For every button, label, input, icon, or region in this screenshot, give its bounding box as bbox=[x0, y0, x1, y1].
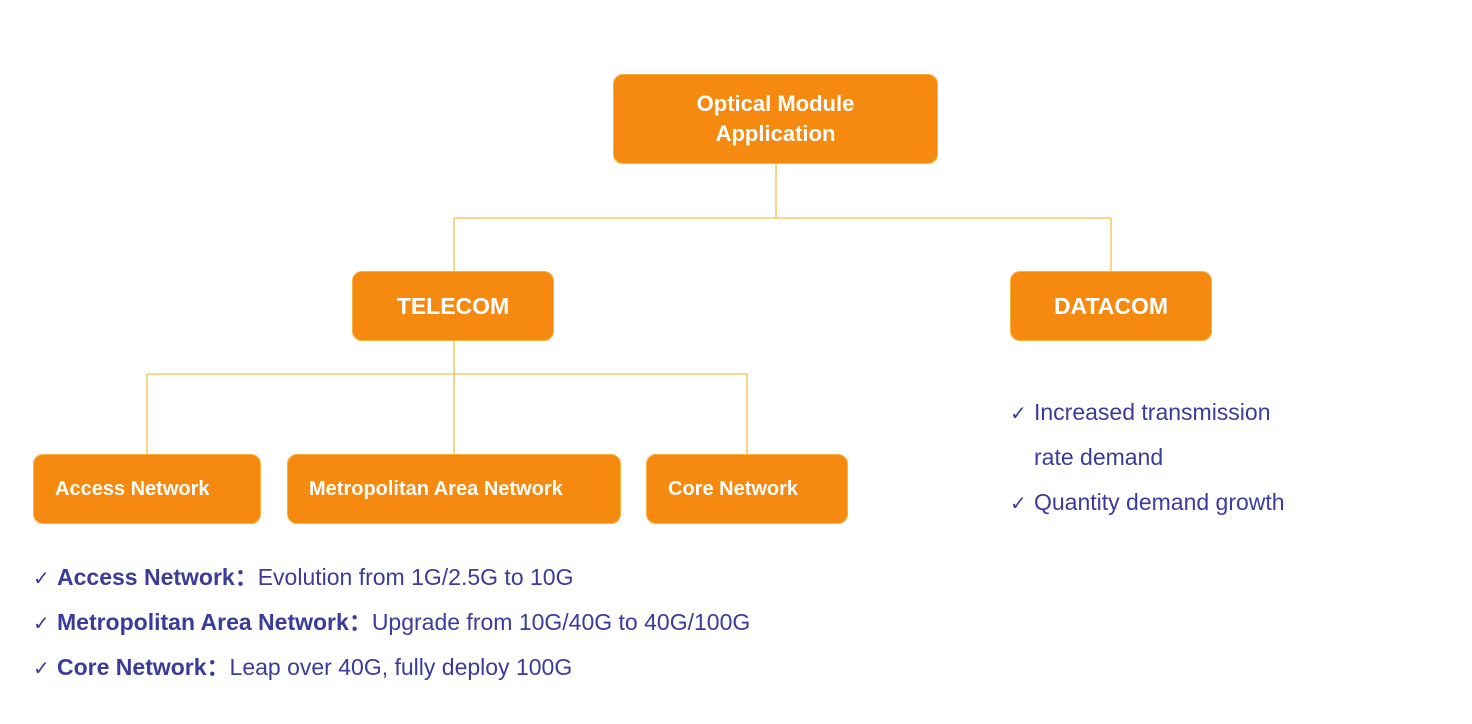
datacom-node-label: DATACOM bbox=[1053, 292, 1169, 319]
telecom-note-separator: ： bbox=[348, 609, 372, 635]
datacom-note-text: Quantity demand growth bbox=[1034, 489, 1285, 515]
telecom-note-access: ✓ Access Network：Evolution from 1G/2.5G t… bbox=[33, 562, 750, 607]
core-network-node: Core Network bbox=[646, 454, 848, 524]
telecom-note-metro: ✓ Metropolitan Area Network：Upgrade from … bbox=[33, 607, 750, 652]
telecom-note-separator: ： bbox=[206, 654, 230, 680]
datacom-node: DATACOM bbox=[1010, 271, 1212, 341]
metropolitan-area-network-node: Metropolitan Area Network bbox=[287, 454, 621, 524]
telecom-node: TELECOM bbox=[352, 271, 554, 341]
checkmark-icon: ✓ bbox=[1010, 403, 1027, 425]
telecom-note-text: Evolution from 1G/2.5G to 10G bbox=[257, 564, 574, 590]
access-network-node-label: Access Network bbox=[55, 477, 210, 500]
telecom-note-term: Access Network bbox=[57, 564, 235, 590]
telecom-notes-list: ✓Access Network：Evolution from 1G/2.5G t… bbox=[33, 562, 750, 697]
datacom-note-text: rate demand bbox=[1034, 444, 1164, 470]
datacom-note: ✓ Quantity demand growth bbox=[1010, 480, 1285, 525]
telecom-note-core: ✓ Core Network：Leap over 40G, fully deplo… bbox=[33, 652, 750, 697]
checkmark-icon: ✓ bbox=[33, 568, 50, 590]
datacom-note-continuation: rate demand bbox=[1010, 435, 1285, 480]
datacom-note-text: Increased transmission bbox=[1034, 399, 1271, 425]
telecom-node-label: TELECOM bbox=[396, 292, 510, 319]
access-network-node: Access Network bbox=[33, 454, 261, 524]
telecom-note-separator: ： bbox=[234, 564, 258, 590]
root-node: Optical Module Application bbox=[613, 74, 938, 164]
checkmark-icon: ✓ bbox=[33, 658, 50, 680]
telecom-note-text: Leap over 40G, fully deploy 100G bbox=[229, 654, 573, 680]
core-network-node-label: Core Network bbox=[668, 477, 799, 500]
root-node-label: Optical Module Application bbox=[696, 91, 855, 146]
checkmark-icon: ✓ bbox=[1010, 493, 1027, 515]
telecom-note-term: Metropolitan Area Network bbox=[57, 609, 349, 635]
telecom-note-term: Core Network bbox=[57, 654, 207, 680]
telecom-note-text: Upgrade from 10G/40G to 40G/100G bbox=[371, 609, 751, 635]
metropolitan-area-network-node-label: Metropolitan Area Network bbox=[309, 477, 563, 500]
datacom-note: ✓ Increased transmission bbox=[1010, 390, 1285, 435]
checkmark-icon: ✓ bbox=[33, 613, 50, 635]
datacom-notes-list: ✓ Increased transmission rate demand ✓ Qua… bbox=[1010, 390, 1285, 525]
